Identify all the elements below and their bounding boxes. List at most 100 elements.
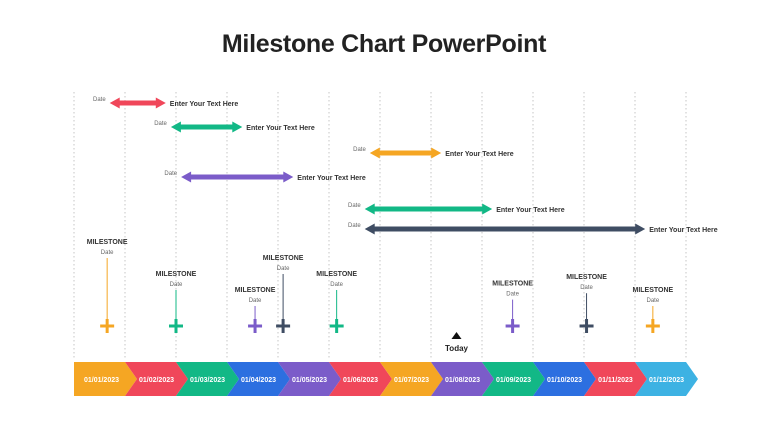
range-text: Enter Your Text Here [246,125,315,132]
range-arrow-shape [369,147,442,159]
range-date-label: Date [164,171,177,177]
milestone: MILESTONE Date [632,287,674,333]
milestone-plus-icon [505,319,520,333]
milestone: MILESTONE Date [156,271,197,333]
month-chevron: 01/06/2023 [329,362,392,396]
milestone-date-label: Date [580,285,593,291]
range-arrow-shape [109,97,166,109]
milestone-title: MILESTONE [87,239,128,246]
month-chevron-shape [125,362,188,396]
month-label: 01/11/2023 [598,377,633,384]
month-chevron-shape [278,362,341,396]
range-date-label: Date [348,223,361,229]
month-label: 01/06/2023 [343,377,378,384]
range-text: Enter Your Text Here [297,175,366,182]
month-label: 01/05/2023 [292,377,327,384]
month-chevron-shape [482,362,545,396]
month-chevron-shape [431,362,494,396]
month-chevron-shape [533,362,596,396]
milestone-date-label: Date [647,298,660,304]
range-text: Enter Your Text Here [170,101,239,108]
page-title: Milestone Chart PowerPoint [221,30,547,58]
month-chevron: 01/01/2023 [74,362,137,396]
range-date-label: Date [154,121,167,127]
milestone-title: MILESTONE [566,274,607,281]
month-chevron-shape [329,362,392,396]
month-chevron: 01/08/2023 [431,362,494,396]
range-text: Enter Your Text Here [445,151,514,158]
month-chevron-shape [74,362,137,396]
milestone-plus-icon [645,319,660,333]
today-triangle-icon [451,332,462,339]
month-label: 01/08/2023 [445,377,480,384]
month-label: 01/09/2023 [496,377,531,384]
month-chevron: 01/10/2023 [533,362,596,396]
milestone-title: MILESTONE [235,287,276,294]
month-chevron-shape [227,362,290,396]
milestone-title: MILESTONE [632,287,673,294]
range-date-label: Date [353,147,366,153]
milestone-date-label: Date [277,266,290,272]
month-chevron-shape [380,362,443,396]
month-chevron: 01/12/2023 [635,362,698,396]
month-chevron: 01/04/2023 [227,362,290,396]
milestone-plus-icon [100,319,115,333]
month-chevron-shape [584,362,647,396]
range-text: Enter Your Text Here [496,207,565,214]
month-label: 01/04/2023 [241,377,276,384]
month-chevron: 01/09/2023 [482,362,545,396]
milestone-title: MILESTONE [492,281,533,288]
milestone-date-label: Date [170,282,183,288]
milestone: MILESTONE Date [263,255,304,333]
month-label: 01/12/2023 [649,377,684,384]
month-chevron: 01/05/2023 [278,362,341,396]
range-date-label: Date [93,97,106,103]
milestone-plus-icon [276,319,291,333]
month-chevron: 01/02/2023 [125,362,188,396]
month-label: 01/01/2023 [84,377,119,384]
milestone-title: MILESTONE [156,271,197,278]
month-chevron: 01/07/2023 [380,362,443,396]
range-arrow-shape [170,121,243,133]
milestone-plus-icon [579,319,594,333]
milestone-date-label: Date [249,298,262,304]
range-arrow-shape [364,203,493,215]
milestone-plus-icon [248,319,263,333]
month-chevron-shape [635,362,698,396]
grid-lines [73,92,687,360]
today-marker: Today [445,332,469,353]
month-chevron: 01/03/2023 [176,362,239,396]
milestone: MILESTONE Date [316,271,357,333]
milestone-markers: MILESTONEDateMILESTONEDateMILESTONEDateM… [87,239,674,333]
milestone-title: MILESTONE [263,255,304,262]
milestone: MILESTONE Date [235,287,276,333]
range-text: Enter Your Text Here [649,227,718,234]
milestone-plus-icon [169,319,183,333]
milestone: MILESTONE Date [492,281,533,333]
month-chevron: 01/11/2023 [584,362,647,396]
range-arrow-shape [364,223,646,235]
milestone-date-label: Date [101,250,114,256]
milestone-date-label: Date [506,292,519,298]
milestone: MILESTONE Date [87,239,128,333]
month-label: 01/07/2023 [394,377,429,384]
milestone-title: MILESTONE [316,271,357,278]
month-chevron-shape [176,362,239,396]
milestone-date-label: Date [330,282,343,288]
range-arrow-shape [181,171,294,183]
today-label: Today [445,344,469,353]
milestone: MILESTONE Date [566,274,607,333]
range-date-label: Date [348,203,361,209]
month-label: 01/10/2023 [547,377,582,384]
milestone-plus-icon [329,319,344,333]
month-label: 01/03/2023 [190,377,225,384]
